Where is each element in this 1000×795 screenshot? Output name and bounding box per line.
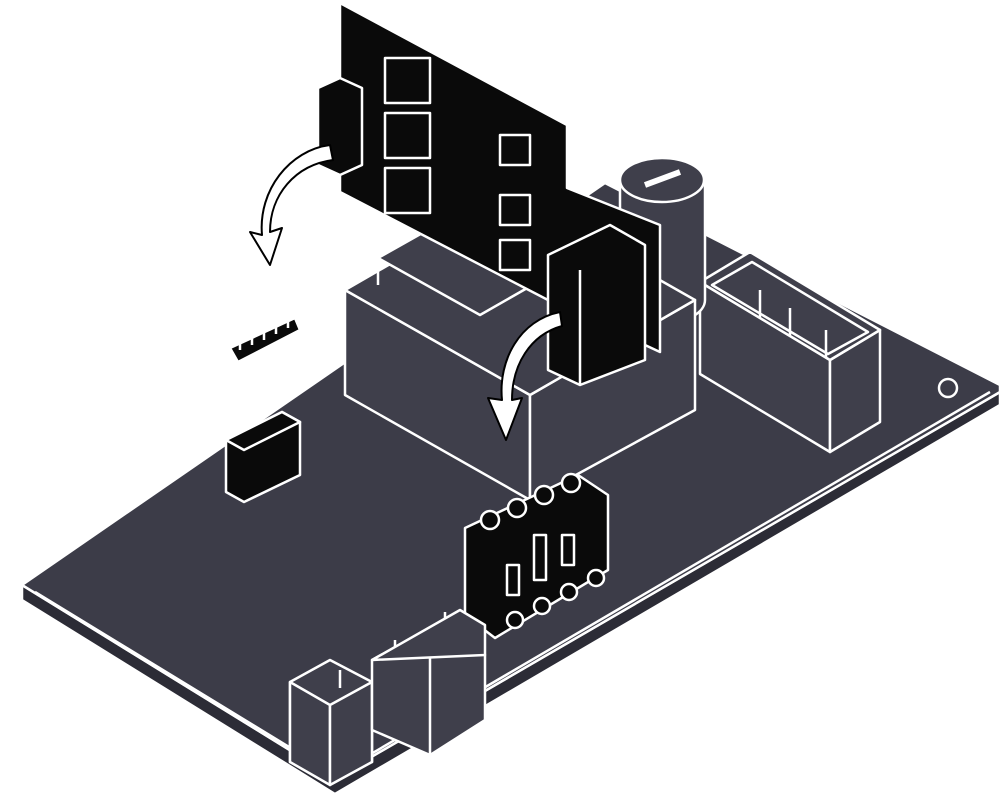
black-header-socket bbox=[224, 410, 302, 504]
terminal-block bbox=[463, 472, 610, 640]
card-female-header bbox=[546, 223, 647, 387]
right-connector bbox=[698, 250, 882, 454]
pin-header bbox=[228, 272, 302, 364]
curved-arrow-left-icon bbox=[249, 144, 334, 266]
curved-arrow-center-icon bbox=[487, 311, 563, 441]
bottom-connectors bbox=[288, 608, 487, 787]
daughter-card bbox=[316, 1, 662, 387]
mounting-hole bbox=[937, 377, 959, 399]
